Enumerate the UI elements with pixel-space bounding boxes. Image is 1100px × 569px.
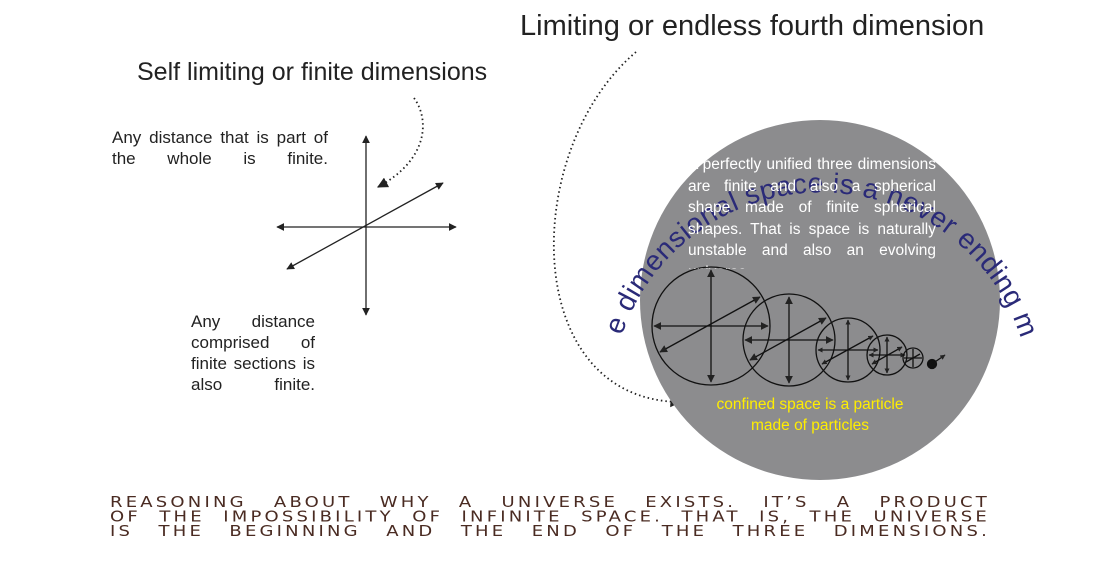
sphere-description: A perfectly unified three dimensions are… [688,156,936,269]
axes-icon [276,135,457,316]
finite-dimensions-title: Self limiting or finite dimensions [137,58,488,86]
sphere-5 [902,347,924,369]
finite-sections-note: Any distance comprised of finite section… [191,312,315,394]
sphere-1 [651,266,771,386]
sphere-2 [742,293,836,387]
sphere-3 [815,317,881,383]
universe-sphere [640,120,1000,480]
particle-caption-line1: confined space is a particle [716,396,904,413]
dotted-arrow-to-axes [377,97,424,188]
part-of-whole-note: Any distance that is part of the whole i… [112,128,328,168]
particle-caption: confined space is a particle made of par… [680,394,940,436]
nested-spheres [651,266,946,387]
footer-statement: REASONING ABOUT WHY A UNIVERSE EXISTS. I… [110,493,990,541]
footer-line-2: OF THE IMPOSSIBILITY OF INFINITE SPACE. … [110,507,990,526]
footer-line-1: REASONING ABOUT WHY A UNIVERSE EXISTS. I… [110,493,990,512]
fourth-dimension-title: Limiting or endless fourth dimension [520,10,985,42]
footer-line-3: IS THE BEGINNING AND THE END OF THE THRE… [110,522,990,541]
particle-dot [926,354,946,370]
dotted-arrow-to-sphere [552,51,682,408]
sphere-4 [866,334,908,376]
particle-caption-line2: made of particles [750,417,870,434]
